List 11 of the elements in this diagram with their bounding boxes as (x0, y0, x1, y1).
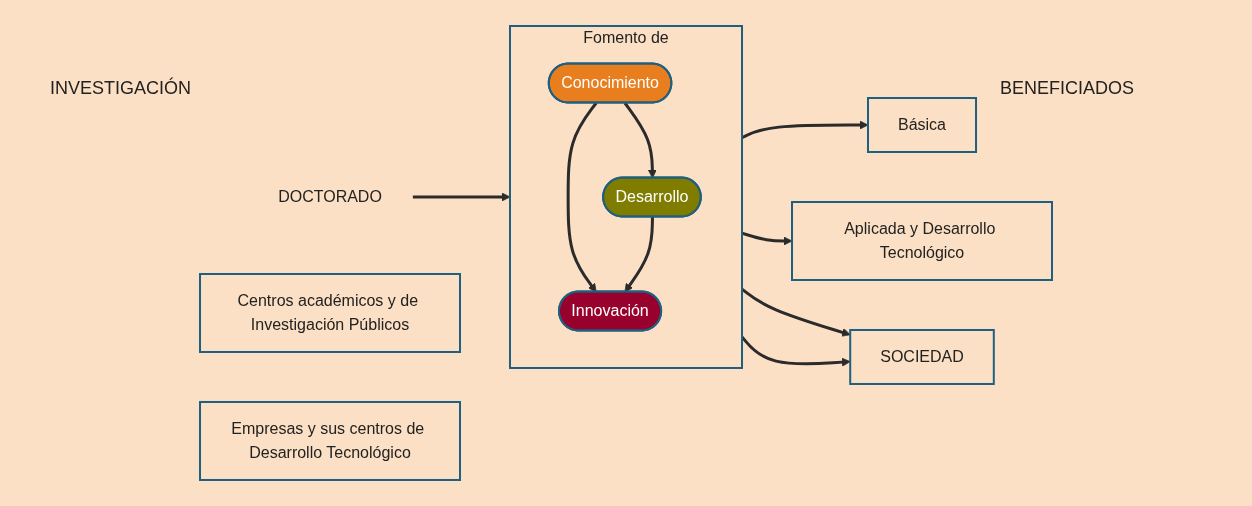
arrow (624, 216, 654, 293)
node-box: Empresas y sus centros de Desarrollo Tecnológico (199, 401, 461, 481)
heading-label: BENEFICIADOS (1000, 78, 1135, 99)
node-box: SOCIEDAD (849, 329, 995, 385)
arrow (566, 102, 598, 293)
node-box: Básica (867, 97, 977, 153)
heading-label: INVESTIGACIÓN (50, 78, 192, 99)
node-box: Centros académicos y de Investigación Públicos (199, 273, 461, 353)
node-box: Aplicada y Desarrollo Tecnológico (791, 201, 1053, 281)
node-text: DOCTORADO (278, 187, 382, 205)
arrow (623, 102, 657, 179)
